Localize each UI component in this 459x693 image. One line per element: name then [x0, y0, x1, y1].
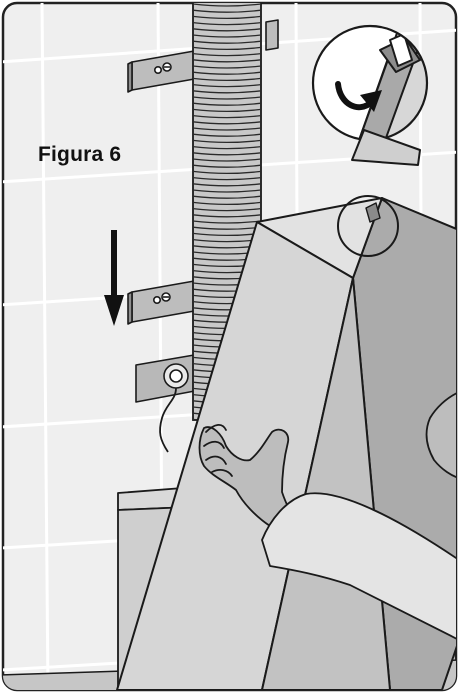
zoom-detail-circle — [311, 24, 429, 142]
hose-rib — [192, 170, 262, 175]
down-arrow-icon — [104, 230, 124, 326]
hose-rib — [192, 15, 262, 20]
hose-rib — [192, 9, 262, 13]
hose-rib — [192, 102, 262, 106]
left-hand — [198, 424, 297, 527]
hose-rib — [192, 34, 262, 38]
hose-rib — [192, 90, 262, 94]
hose-rib — [192, 127, 262, 131]
hose-rib — [192, 152, 262, 156]
left-sleeve — [261, 492, 456, 641]
hose-rib — [192, 65, 262, 69]
hose-rib — [192, 52, 262, 57]
hose-rib — [192, 83, 262, 88]
electrical-socket — [135, 353, 201, 453]
hose-rib — [192, 183, 262, 187]
hose-rib — [192, 121, 262, 125]
hose-rib — [192, 195, 262, 199]
hose-rib — [192, 158, 262, 162]
hose-rib — [192, 214, 262, 218]
hose-rib — [192, 46, 262, 51]
zoom-panel-continuation — [351, 129, 421, 166]
hose-rib — [192, 59, 262, 63]
hose-rib — [192, 21, 262, 26]
hose-rib — [192, 108, 262, 113]
hose-rib — [192, 139, 262, 144]
figure-title: Figura 6 — [38, 143, 122, 166]
hose-rib — [192, 189, 262, 193]
hose-rib — [192, 71, 262, 75]
hose-rib — [192, 207, 262, 212]
hose-rib — [192, 114, 262, 119]
hose-rib — [192, 133, 262, 137]
rotate-arrow-icon — [335, 81, 382, 112]
hose-rib — [192, 201, 262, 206]
hose-rib — [192, 3, 262, 7]
hose-rib — [192, 145, 262, 150]
hook-indicator-circle — [337, 195, 399, 257]
hose-rib — [192, 176, 262, 181]
hose-rib — [192, 40, 262, 44]
right-hand — [425, 391, 456, 479]
hose-rib — [192, 164, 262, 168]
hose-rib — [192, 220, 262, 224]
middle-bracket — [127, 279, 201, 325]
hose-rib — [192, 28, 262, 32]
hose-rib — [192, 96, 262, 100]
hose-rib — [192, 77, 262, 82]
